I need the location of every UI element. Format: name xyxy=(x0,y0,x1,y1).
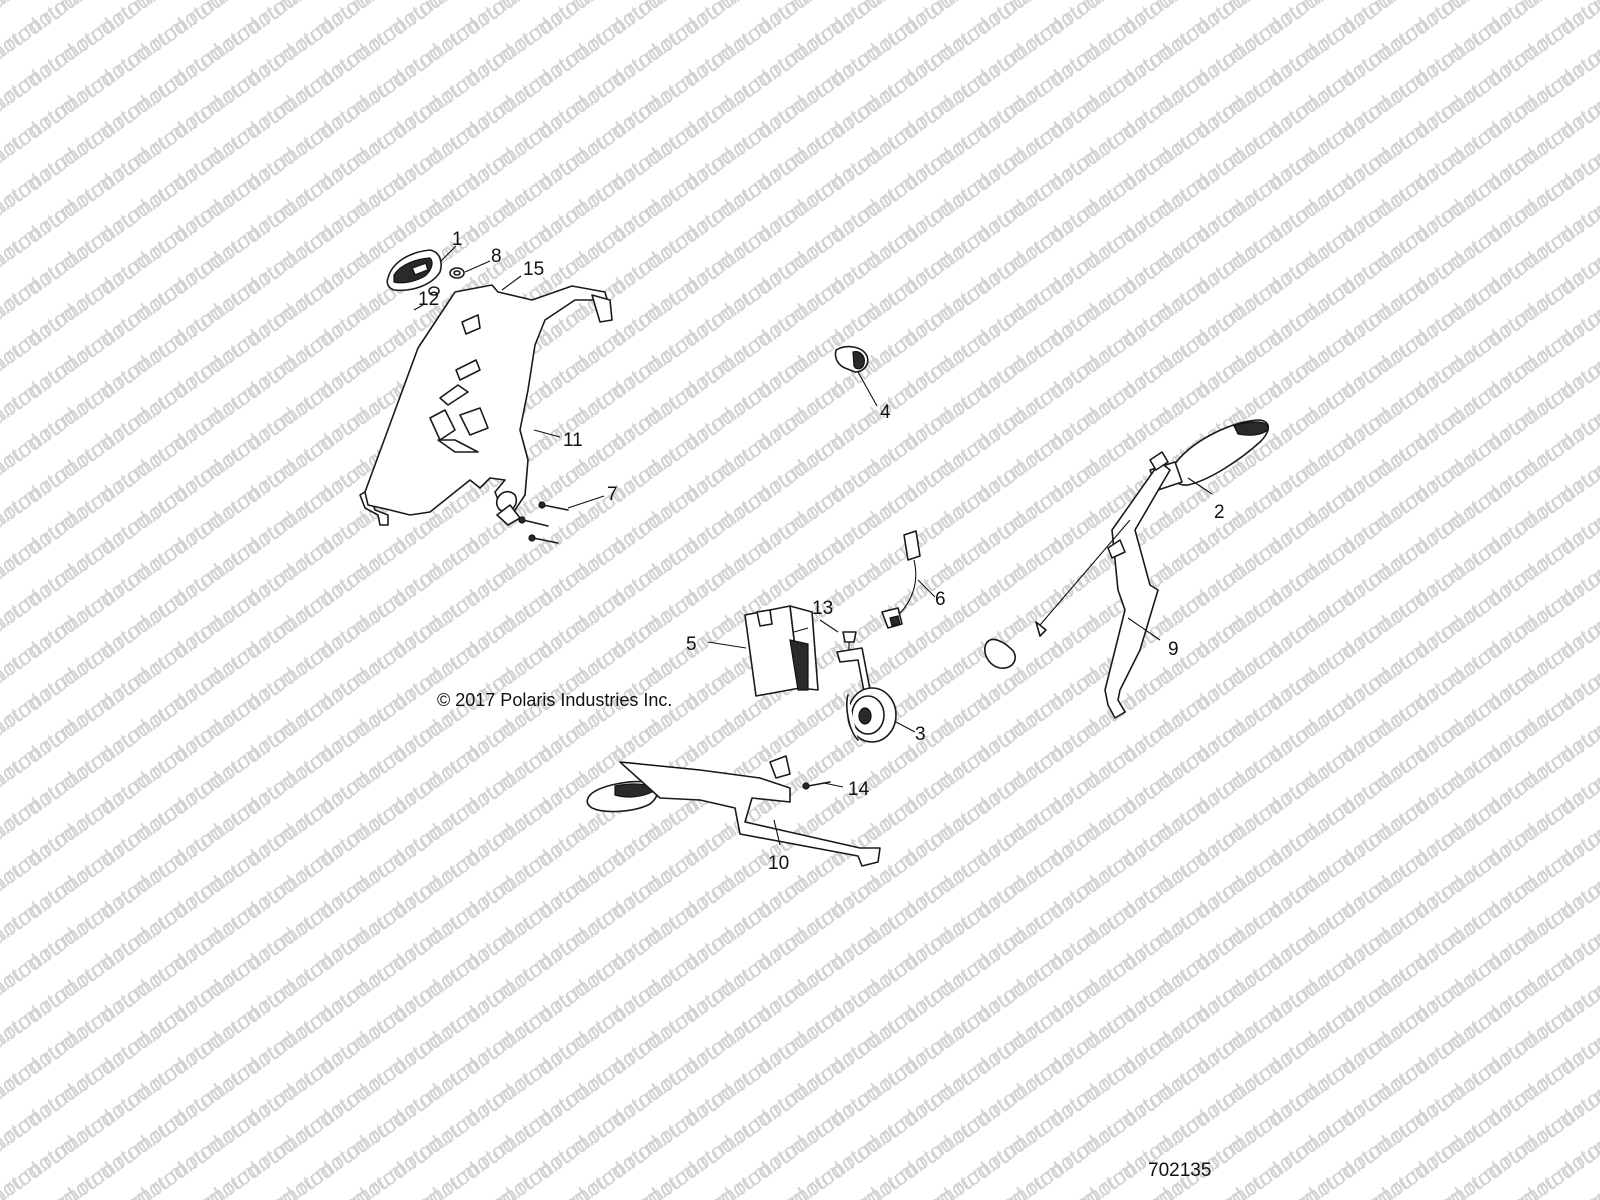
copyright-notice: © 2017 Polaris Industries Inc. xyxy=(437,690,673,710)
callout-8: 8 xyxy=(491,246,502,267)
callout-2: 2 xyxy=(1214,502,1225,523)
callout-5: 5 xyxy=(686,634,697,655)
callout-1: 1 xyxy=(452,229,463,250)
callout-7: 7 xyxy=(607,484,618,505)
module-part-5 xyxy=(744,605,819,697)
clamp-part-4 xyxy=(834,345,869,373)
callout-14: 14 xyxy=(848,779,870,800)
callout-12: 12 xyxy=(418,289,439,310)
callout-6: 6 xyxy=(935,589,946,610)
nut-part-8 xyxy=(449,267,465,279)
callout-4: 4 xyxy=(880,402,891,423)
callout-10: 10 xyxy=(768,853,789,874)
callout-15: 15 xyxy=(523,259,544,280)
callout-13: 13 xyxy=(812,598,833,619)
callout-9: 9 xyxy=(1168,639,1179,660)
tail-light-part-1 xyxy=(386,249,442,292)
drawing-number: 702135 xyxy=(1148,1160,1212,1181)
callout-11: 11 xyxy=(563,430,583,451)
callout-3: 3 xyxy=(915,724,926,745)
